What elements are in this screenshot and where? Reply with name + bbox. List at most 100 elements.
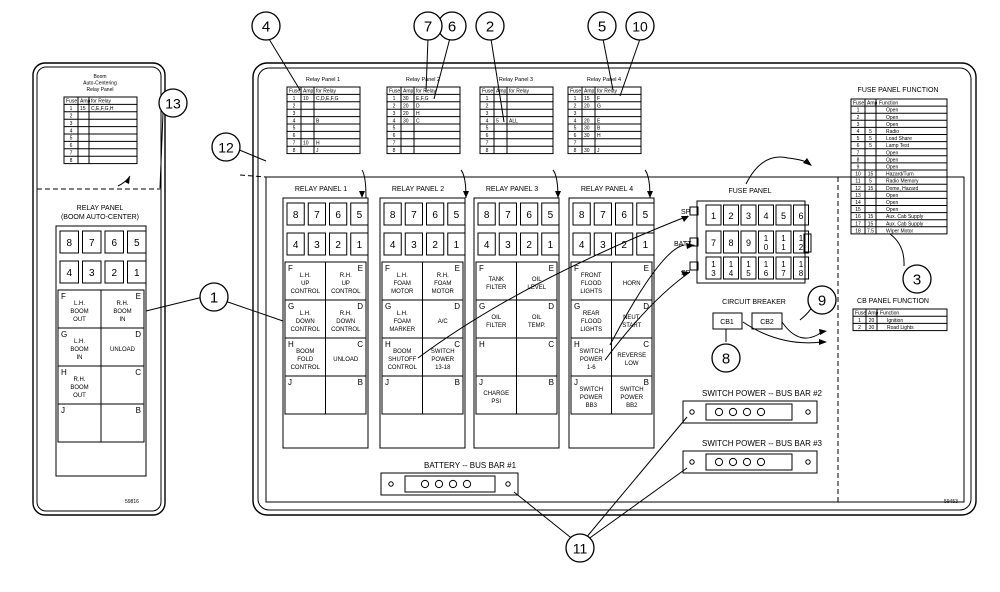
left-panel-title: RELAY PANEL (BOOM AUTO-CENTER) — [61, 205, 139, 221]
fuse-function-table-cell: 15 — [868, 172, 874, 178]
relay-panel-3-function-cell — [516, 375, 558, 415]
relay-table-2-header: Amp — [403, 89, 414, 95]
fuse-slot — [793, 256, 809, 280]
fuse-function-title: FUSE PANEL FUNCTION — [858, 87, 939, 94]
relay-table-2-cell: D — [416, 104, 420, 110]
relay-table-2-cell: C — [416, 118, 420, 124]
fuse-number: 5 — [781, 211, 786, 221]
left-panel-relay-number: 2 — [111, 268, 117, 279]
left-table-title: Auto-Centering — [83, 81, 117, 87]
left-fuse-table-border — [63, 96, 138, 165]
relay-table-1-cell: J — [316, 148, 319, 154]
relay-table-2-cell: 30 — [403, 96, 409, 102]
relay-table-4-cell: E — [597, 118, 601, 124]
fuse-function-table-cell: 14 — [855, 200, 861, 206]
fuse-function-table-cell: 18 — [855, 228, 861, 234]
bus-bar-3: SWITCH POWER -- BUS BAR #3 — [682, 439, 823, 474]
left-panel-cell-label: IN — [120, 317, 126, 323]
relay-table-4-cell: 30 — [584, 148, 590, 154]
relay-panel-2-cell-label: SHUTOFF — [388, 357, 417, 363]
cb2-label: CB2 — [760, 319, 774, 326]
relay-panel-2-relay-number: 8 — [390, 210, 396, 221]
bus-bar-2: SWITCH POWER -- BUS BAR #2 — [682, 389, 823, 424]
fuse-function-table-cell: Open — [886, 207, 898, 213]
left-fuse-table-cell: 3 — [70, 121, 73, 127]
relay-panel-title-4: RELAY PANEL 4 — [581, 186, 633, 193]
relay-panel-2-cell-label: MOTOR — [391, 289, 414, 295]
fuse-function-table-cell: 3 — [857, 122, 860, 128]
relay-table-1-cell: C,D,E,F,G — [316, 96, 339, 102]
relay-panel-2-function-cell — [422, 375, 464, 415]
relay-table-4-cell: 2 — [574, 104, 577, 110]
relay-panel-title-3: RELAY PANEL 3 — [486, 186, 538, 193]
fuse-function-table-cell: Load Share — [886, 136, 912, 142]
relay-panel-2-relay-number: 2 — [432, 240, 438, 251]
fuse-slot — [775, 256, 792, 280]
callout-3-circle — [902, 264, 932, 294]
callout-13-circle — [158, 88, 188, 118]
relay-table-3-header: Amp — [496, 89, 507, 95]
relay-panel-2-cell-label: L.H. — [397, 311, 408, 317]
bus-bar-terminal — [462, 479, 472, 489]
cb-function-table-border — [852, 308, 948, 332]
callout-5-circle — [587, 11, 617, 41]
fuse-slot — [705, 230, 722, 254]
left-panel-cell-letter: B — [136, 406, 141, 415]
relay-panel-3-relay-number: 7 — [505, 210, 511, 221]
relay-panel-4-cell-letter: C — [643, 340, 649, 349]
relay-panel-1-cell-letter: G — [288, 302, 294, 311]
left-panel-cell-letter: E — [136, 292, 141, 301]
fuse-number: 6 — [764, 269, 769, 278]
relay-panel-3-relay-number: 4 — [484, 240, 490, 251]
fuse-slot — [740, 204, 757, 226]
relay-panel-3-cell-letter: F — [479, 264, 484, 273]
fuse-function-table-cell: 11 — [855, 179, 860, 185]
relay-table-3-cell: 4 — [486, 118, 489, 124]
cb-function-table-cell: Road Lights — [887, 325, 914, 331]
relay-panel-2-cell-letter: C — [454, 340, 460, 349]
fuse-number: 2 — [799, 243, 804, 252]
svg-text:(BOOM AUTO-CENTER): (BOOM AUTO-CENTER) — [61, 214, 139, 221]
relay-panel-3-cell-label: LEVEL — [527, 285, 546, 291]
fuse-label-batt: BATT. — [674, 241, 693, 248]
fuse-number: 8 — [728, 238, 733, 248]
fuse-function-table-cell: 1 — [857, 108, 860, 114]
relay-panel-2-relay-number: 1 — [454, 240, 460, 251]
fuse-panel: FUSE PANEL SP BATT. SP 12345678910111213… — [674, 188, 812, 284]
left-panel-cell-letter: G — [61, 330, 67, 339]
left-table-title: Relay Panel — [87, 87, 114, 93]
relay-panel-2-cell-label: 13-18 — [435, 365, 451, 371]
relay-table-4-header: for Relay — [597, 89, 618, 95]
fuse-slot — [758, 256, 774, 280]
relay-panel-4-cell-label: BB3 — [586, 403, 598, 409]
relay-panel-4-outline — [568, 197, 655, 449]
left-fuse-table-header: Fuse — [66, 99, 77, 105]
relay-panel-4-relay-number: 5 — [643, 210, 649, 221]
relay-panel-3-cell-letter: G — [479, 302, 485, 311]
relay-panel-4-cell-label: SWITCH — [579, 349, 603, 355]
relay-panel-2-relay-slot — [404, 232, 423, 256]
relay-panel-1-cell-label: UNLOAD — [333, 357, 359, 363]
relay-panel-4-cell-label: NEUT. — [623, 315, 641, 321]
callout-4-number: 4 — [262, 19, 270, 36]
fuse-number: 1 — [799, 260, 804, 269]
callout-1-number: 1 — [210, 290, 218, 307]
fuse-number: 1 — [781, 234, 786, 243]
left-panel-cell-letter: F — [61, 292, 66, 301]
relay-table-3-cell: 2 — [486, 104, 489, 110]
main-part-number: 59453 — [944, 499, 958, 505]
fuse-function-table-cell: 6 — [857, 143, 860, 149]
left-panel-relay-slot — [59, 260, 79, 284]
fuse-number: 7 — [711, 238, 716, 248]
circuit-breaker: CIRCUIT BREAKER CB1 CB2 — [712, 299, 786, 330]
relay-table-3-cell: 8 — [486, 148, 489, 154]
relay-table-2-cell: 6 — [393, 133, 396, 139]
relay-table-4-cell: J — [597, 148, 600, 154]
fuse-slot — [758, 230, 774, 254]
relay-table-1-cell: H — [316, 141, 320, 147]
relay-table-1-cell: 8 — [293, 148, 296, 154]
relay-panel-4-relay-number: 1 — [643, 240, 649, 251]
relay-panel-4-relay-number: 3 — [600, 240, 606, 251]
fuse-slot — [705, 256, 722, 280]
